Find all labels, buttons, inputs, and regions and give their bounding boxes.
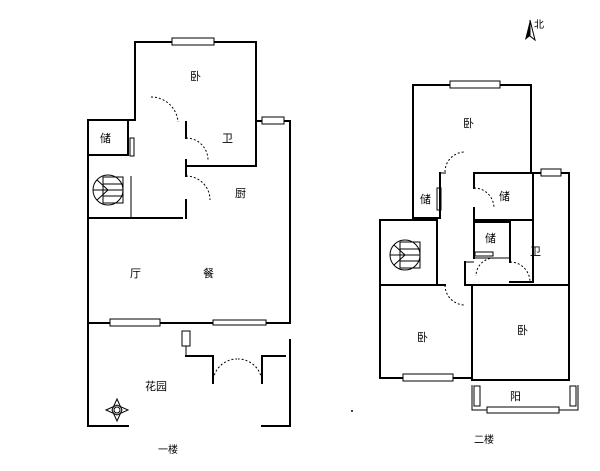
floor2-stair-room-walls xyxy=(379,219,438,286)
floor2-bedroom-right-label: 卧 xyxy=(517,324,528,337)
floor2-spiral-stair xyxy=(389,239,421,271)
floor2-storage-c-label: 储 xyxy=(485,231,496,245)
floor1-storage-stair xyxy=(87,119,183,219)
floor1-bedroom-door xyxy=(150,96,179,123)
floor2-balcony-railing xyxy=(486,406,560,414)
floor2-left-storage-walls xyxy=(412,172,446,219)
compass-north: 北 xyxy=(525,19,544,42)
floor1-garden-door-left xyxy=(212,358,238,384)
floor1-spiral-stair xyxy=(92,174,124,206)
floor2-storage-b-label: 储 xyxy=(499,189,510,203)
floor1-garden-plant-icon xyxy=(104,397,130,423)
floor2-south-window-left xyxy=(402,373,454,382)
floor2-center-door xyxy=(475,257,495,277)
floor2-balcony-label: 阳 xyxy=(510,390,521,403)
floor1-bedroom-window xyxy=(171,37,215,46)
floor1-slider-door xyxy=(212,319,267,326)
floor1-living-label: 厅 xyxy=(130,267,141,280)
floor1-caption: 一楼 xyxy=(158,443,178,456)
floor1-garden-walls xyxy=(87,322,291,427)
floor1-bath-kitchen-walls xyxy=(185,120,257,219)
floor1-bedroom-walls xyxy=(134,37,257,123)
floor2-east-window xyxy=(540,168,562,177)
floor2-bedroom-left-label: 卧 xyxy=(417,331,428,344)
floor1-east-window xyxy=(261,116,285,125)
compass-label: 北 xyxy=(534,19,544,31)
floor2-center-walls xyxy=(464,219,534,286)
floor2-bedroom-top-label: 卧 xyxy=(463,117,474,130)
floor2-bedroom-left-door xyxy=(444,284,466,306)
floor1-garden-divider xyxy=(87,318,291,327)
floor2-plan: 卧 储 储 储 卫 卧 卧 阳 二楼 xyxy=(379,80,579,446)
floor2-bedroom-top-walls xyxy=(412,80,532,174)
floor2-bedroom-top-door xyxy=(444,151,466,173)
floor2-bath-door xyxy=(509,261,531,283)
floor1-bath-door xyxy=(185,137,209,161)
floor1-plan: 卧 储 卫 厨 厅 餐 花园 一楼 xyxy=(87,37,291,456)
floor1-bedroom-label: 卧 xyxy=(190,70,201,83)
floor1-kitchen-label: 厨 xyxy=(235,187,246,200)
floor2-storage-a-label: 储 xyxy=(420,192,431,206)
floor2-bath-label: 卫 xyxy=(530,245,541,258)
floor1-bath-label: 卫 xyxy=(222,132,233,145)
north-arrow-icon xyxy=(525,20,530,40)
floor1-storage-label: 储 xyxy=(100,131,111,145)
stray-dot-mark xyxy=(351,410,353,412)
floor2-storage-b-door xyxy=(473,187,495,209)
floor1-main-walls xyxy=(87,116,291,324)
floor1-kitchen-door xyxy=(185,175,211,201)
floor1-south-window xyxy=(109,318,161,327)
floor2-balcony xyxy=(471,385,579,414)
floor1-dining-label: 餐 xyxy=(203,266,214,280)
floor1-garden-door-right xyxy=(237,358,263,384)
floor1-garden-label: 花园 xyxy=(145,380,167,393)
floor2-north-window xyxy=(449,80,501,89)
floor2-lower-bedroom-walls xyxy=(379,284,570,382)
floor2-caption: 二楼 xyxy=(474,433,494,446)
floor2-right-wing-walls xyxy=(473,168,570,286)
